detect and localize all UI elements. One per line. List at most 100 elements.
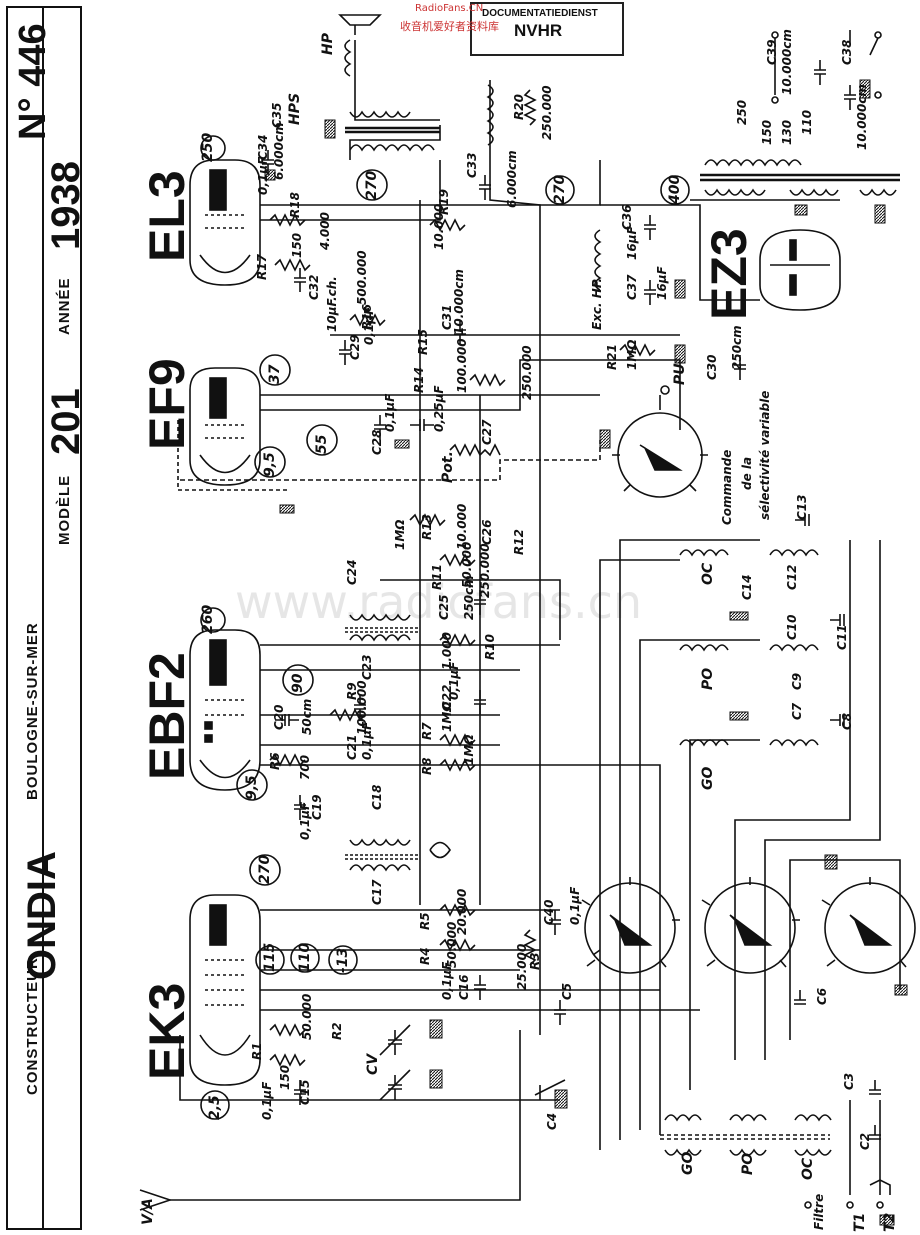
variable-capacitor-cv — [379, 1024, 566, 1101]
label-hp: HP — [320, 33, 336, 55]
output-transformer — [345, 110, 440, 152]
label-c18: C18 — [370, 784, 384, 810]
label-c40: C40 — [542, 899, 556, 925]
speaker-hp — [338, 14, 382, 77]
antenna-symbol — [139, 1179, 891, 1211]
selectivity-switch — [612, 385, 708, 498]
label-c20: C20 — [272, 704, 286, 730]
label-r3-value: 25.000 — [515, 943, 529, 990]
mains-transformer — [700, 159, 900, 196]
label-r17-value: 150 — [290, 232, 304, 258]
label-r7: R7 — [420, 722, 434, 740]
header-divider — [42, 6, 44, 1228]
label-c35-value: 6.000cm — [272, 122, 286, 180]
tube-ebf2-symbol — [189, 629, 261, 791]
label-de-la: de la — [740, 456, 754, 490]
label-c37: C37 — [625, 274, 639, 300]
label-r18-value: 4.000 — [318, 212, 332, 250]
label-c15: C15 — [298, 1079, 312, 1105]
label-r18: R18 — [288, 192, 302, 218]
label-po-2: PO — [740, 1152, 756, 1175]
voltage-ek3-cathode: 2,5 — [207, 1095, 223, 1120]
label-r2-value: 50.000 — [300, 993, 314, 1040]
voltage-ek3-g4: 110 — [297, 942, 313, 972]
stamp-site: RadioFans.CN — [415, 3, 484, 14]
voltage-ef9-plate: 55 — [314, 434, 330, 454]
voltage-ef9-g2: 37 — [267, 364, 283, 384]
stamp-site-cn: 收音机爱好者资料库 — [400, 20, 499, 33]
wave-switch-1 — [581, 877, 680, 974]
voltage-ek3-plate: 270 — [257, 854, 273, 884]
label-c17: C17 — [370, 879, 384, 905]
label-c30-value: 250cm — [730, 325, 744, 370]
stamp-service: DOCUMENTATIEDIENST — [482, 8, 598, 19]
label-c21-value: 0,1µF — [360, 721, 374, 760]
label-t2: T2 — [882, 1212, 898, 1232]
label-hps: HPS — [287, 92, 303, 125]
label-c5: C5 — [560, 982, 574, 1000]
label-oc-2: OC — [800, 1157, 816, 1180]
label-c16: C16 — [457, 974, 471, 1000]
label-pot: Pot. — [440, 451, 456, 483]
tube-ez3-symbol — [759, 229, 841, 311]
stamp-org: NVHR — [514, 21, 563, 40]
label-c15-value: 0,1µF — [260, 1081, 274, 1120]
label-c27-value: 0,25µF — [432, 385, 446, 432]
voltage-ek3-bias: -13 — [335, 947, 351, 973]
voltage-ef9-cathode: 9,5 — [262, 452, 278, 477]
label-r1-value: 150 — [278, 1064, 292, 1090]
voltage-markers — [200, 135, 690, 1120]
label-c39: C39 — [765, 39, 779, 65]
voltage-rect-in: 400 — [667, 174, 683, 204]
label-r15: R15 — [416, 329, 430, 355]
label-c20-value: 50cm — [300, 698, 314, 735]
label-r21-value: 1MΩ — [625, 339, 639, 371]
label-c11: C11 — [835, 624, 849, 650]
label-commande: Commande — [720, 449, 734, 525]
label-tap-250: 250 — [735, 99, 749, 125]
label-go-2: GO — [680, 1151, 696, 1175]
label-c25: C25 — [437, 594, 451, 620]
label-r19-value: 10.000 — [432, 203, 446, 250]
label-r17: R17 — [255, 254, 269, 280]
label-c13: C13 — [795, 494, 809, 520]
label-c23: C23 — [360, 654, 374, 680]
label-r14-value: 100.000 — [455, 338, 469, 393]
documentation-stamp: DOCUMENTATIEDIENST NVHR — [470, 2, 624, 56]
label-r8: R8 — [420, 757, 434, 775]
label-cv: CV — [365, 1053, 381, 1075]
label-c2: C2 — [858, 1132, 872, 1150]
label-c25-value: 250cm — [462, 575, 476, 620]
label-exc-hp: Exc. HP. — [590, 277, 604, 330]
label-c34-value: 0,1µF — [256, 156, 270, 195]
label-c19-value: 0,1µF — [298, 801, 312, 840]
label-c24: C24 — [345, 559, 359, 585]
mains-switch — [771, 30, 882, 104]
if-transformer-2 — [345, 613, 420, 642]
label-c9: C9 — [790, 672, 804, 690]
label-c7: C7 — [790, 702, 804, 720]
tube-ek3-symbol — [189, 894, 261, 1086]
voltage-el3-plate: 250 — [200, 132, 216, 162]
label-r14: R14 — [412, 367, 426, 393]
label-r13-value: 1MΩ — [393, 519, 407, 551]
label-c39-value: 10.000cm — [780, 29, 794, 95]
ground-symbols — [264, 79, 908, 1226]
label-c31-value: 10.000cm — [452, 269, 466, 335]
if-transformer-1 — [345, 838, 451, 872]
watermark: www.radiofans.cn — [235, 575, 643, 629]
label-r1: R1 — [250, 1042, 264, 1060]
label-r20-value: 250.000 — [540, 85, 554, 140]
field-coil-hp — [486, 84, 494, 146]
label-c38-value: 10.000cm — [855, 84, 869, 150]
label-c6: C6 — [815, 987, 829, 1005]
label-r12-value: 250.000 — [478, 543, 492, 598]
voltage-ebf2-g2: 90 — [290, 673, 306, 693]
label-c28-value: 0,1µF — [383, 393, 397, 432]
label-r5: R5 — [418, 912, 432, 930]
label-pu: PU — [672, 363, 688, 385]
label-c28: C28 — [370, 429, 384, 455]
label-c10: C10 — [785, 614, 799, 640]
